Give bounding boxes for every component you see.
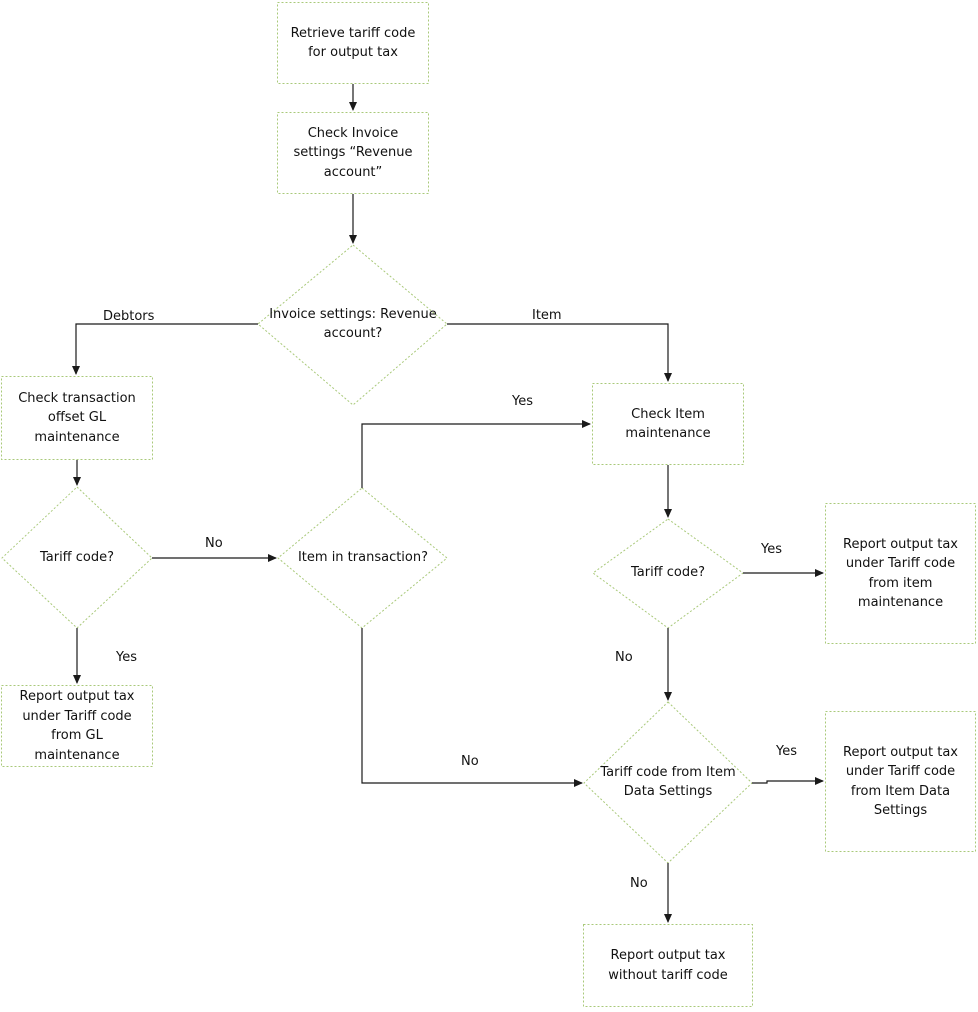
edge-label-debtors: Debtors [103, 309, 155, 324]
edge-item-in-tx-no [361, 628, 583, 787]
node-check-invoice: Check Invoice settings “Revenue account” [293, 125, 413, 180]
edge-label-item-data-no: No [630, 876, 648, 891]
node-start-shape [277, 2, 429, 84]
node-report-item-data-shape [825, 711, 976, 852]
node-check-gl: Check transaction offset GL maintenance [18, 390, 136, 445]
node-item-in-tx-decision: Item in transaction? [297, 550, 429, 566]
node-report-item-data: Report output tax under Tariff code from… [843, 744, 958, 819]
node-report-gl: Report output tax under Tariff code from… [19, 689, 135, 763]
edge-item-in-tx-yes [361, 420, 591, 488]
edge-label-item: Item [532, 308, 562, 323]
node-report-gl-shape [1, 685, 153, 767]
node-revenue-decision: Invoice settings: Revenue account? [269, 306, 437, 342]
node-check-invoice-shape [277, 112, 429, 194]
node-report-item-shape [825, 503, 976, 644]
node-check-item-shape [592, 383, 744, 465]
node-report-item: Report output tax under Tariff code from… [843, 536, 958, 611]
edge-label-gl-yes: Yes [116, 650, 137, 665]
node-item-data-decision: Tariff code from Item Data Settings [600, 764, 736, 800]
node-report-none: Report output tax without tariff code [608, 948, 728, 983]
edge-item-data-yes [752, 777, 824, 785]
edge-label-gl-no: No [205, 536, 223, 551]
node-revenue-decision-shape [257, 244, 448, 406]
node-check-item: Check Item maintenance [625, 406, 711, 442]
edge-revenue-debtors [72, 323, 258, 375]
node-item-tariff-decision: Tariff code? [630, 565, 706, 581]
edge-label-item-tariff-yes: Yes [761, 542, 782, 557]
edge-label-item-in-tx-no: No [461, 754, 479, 769]
edge-revenue-item [447, 323, 672, 382]
node-gl-tariff-decision: Tariff code? [39, 550, 115, 566]
node-check-gl-shape [1, 376, 153, 460]
node-report-none-shape [583, 924, 753, 1007]
edge-label-item-data-yes: Yes [776, 744, 797, 759]
edge-label-item-tariff-no: No [615, 650, 633, 665]
edge-label-item-in-tx-yes: Yes [512, 394, 533, 409]
node-start: Retrieve tariff code for output tax [290, 25, 416, 61]
